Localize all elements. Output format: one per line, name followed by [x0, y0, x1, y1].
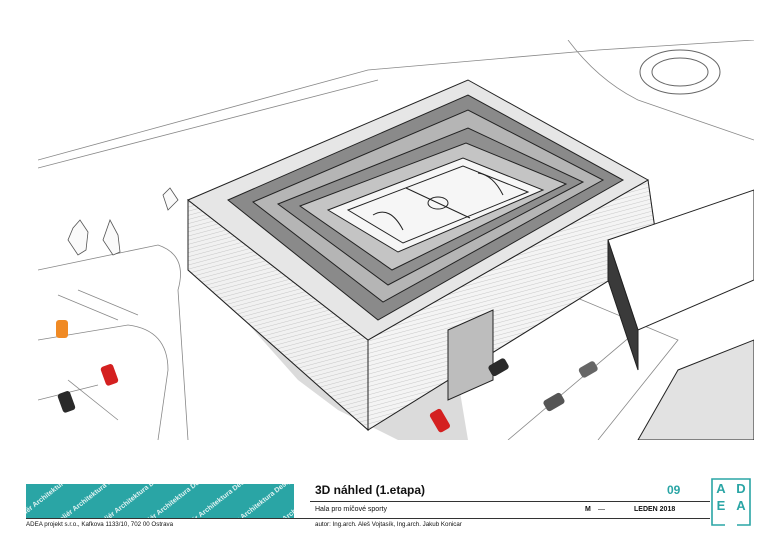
render-image [38, 40, 754, 440]
car-dark-1 [57, 391, 76, 413]
company-address: ADEA projekt s.r.o., Kafkova 1133/10, 70… [26, 521, 174, 528]
site-lines [38, 40, 754, 440]
authors-line: autor: Ing.arch. Aleš Vojtasík, Ing.arch… [315, 521, 462, 528]
divider-bottom [26, 518, 710, 519]
drawing-title: 3D náhled (1.etapa) [315, 483, 426, 497]
logo-letter-4: A [736, 498, 746, 513]
car-red-1 [100, 364, 119, 386]
logo-letter-3: E [716, 498, 726, 513]
roundabout [639, 49, 721, 95]
sheet-number: 09 [667, 483, 681, 497]
car-grey-2 [578, 361, 598, 378]
arena-render [38, 40, 754, 440]
court-floor [326, 157, 545, 253]
scale-value: — [598, 506, 605, 513]
hall-building [187, 79, 659, 432]
car-grey-1 [543, 392, 565, 412]
car-orange [56, 320, 68, 338]
car-dark-2 [488, 358, 509, 377]
date-label: LEDEN 2018 [634, 506, 676, 513]
divider-top [310, 501, 710, 502]
pattern-text-2: Ateliér Architektura Design Ekologie [53, 484, 153, 518]
adea-logo: A D E A [711, 478, 751, 526]
logo-frame [711, 478, 751, 526]
pattern-tile: Ateliér Architektura Design Ekologie Ate… [26, 484, 294, 518]
court-lines [346, 165, 530, 244]
project-name: Hala pro míčové sporty [315, 506, 387, 513]
scale-label: M [585, 506, 591, 513]
neighbour-building [607, 189, 754, 440]
title-block: Ateliér Architektura Design Ekologie Ate… [24, 480, 754, 530]
cars [56, 320, 598, 433]
car-red-2 [429, 408, 450, 433]
trees [67, 187, 179, 256]
stair-tower [447, 309, 494, 401]
logo-letter-2: D [736, 481, 746, 496]
logo-letter-1: A [716, 481, 726, 496]
